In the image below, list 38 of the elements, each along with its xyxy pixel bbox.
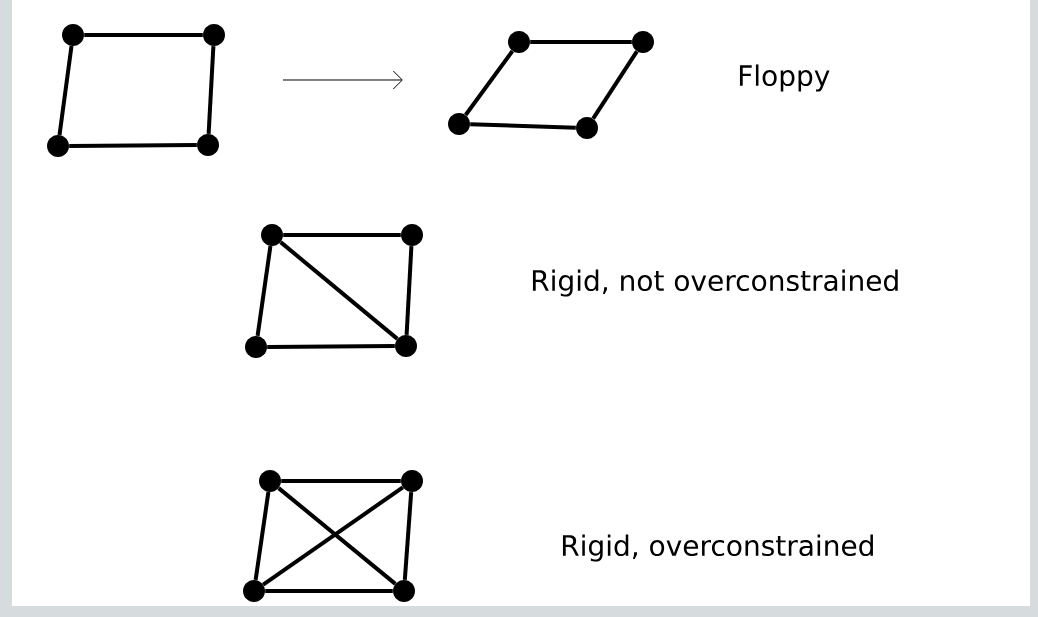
bar [69,143,197,148]
joint-dot [261,224,283,246]
joint-dot [259,470,281,492]
bar [283,233,401,237]
joint-dot [203,24,225,46]
bar [267,344,395,349]
bar [265,589,393,593]
caption-text: Rigid, not overconstrained [532,269,898,297]
bar [464,49,514,117]
joint-dot [632,31,654,53]
bar [404,246,414,335]
joint-dot [393,580,415,602]
bar [281,479,401,483]
caption-text: Rigid, overconstrained [562,534,873,562]
joint-dot [395,335,417,357]
bar [262,485,404,587]
caption-text: Floppy [739,64,830,92]
bar [206,46,216,134]
joint-dot [508,31,530,53]
bar [84,33,203,37]
bar [253,491,271,581]
joint-dot [47,135,69,157]
joint-dot [448,113,470,135]
joint-dot [243,580,265,602]
joint-dot [401,224,423,246]
joint-dot [245,336,267,358]
bar [277,486,397,586]
bar [591,50,639,120]
bar [530,40,632,44]
joint-dot [401,470,423,492]
bar [402,492,414,580]
bar [57,45,74,136]
bar [255,245,273,337]
bar [470,122,576,130]
bar [279,240,399,341]
joint-dot [197,134,219,156]
joint-dot [576,117,598,139]
joint-dot [62,24,84,46]
